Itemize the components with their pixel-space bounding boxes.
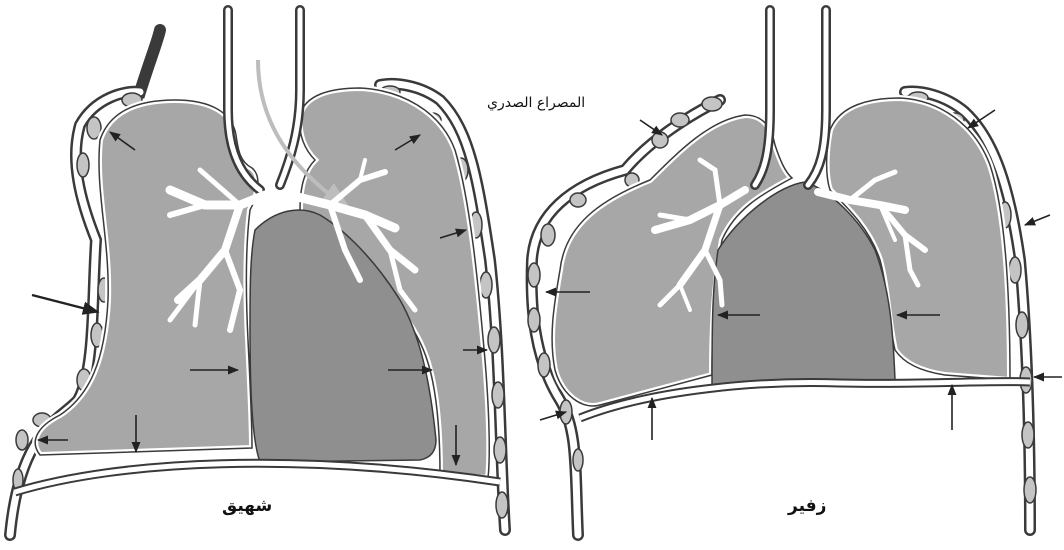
arrow-icon [1025,215,1050,225]
arrow-icon [640,120,662,135]
pleura-label: المصراع الصدري [487,95,585,111]
exhalation-panel [528,10,1062,535]
inhale-label: شهيق [222,496,272,516]
inhalation-panel [10,10,508,535]
exhale-label: زفير [788,496,826,516]
